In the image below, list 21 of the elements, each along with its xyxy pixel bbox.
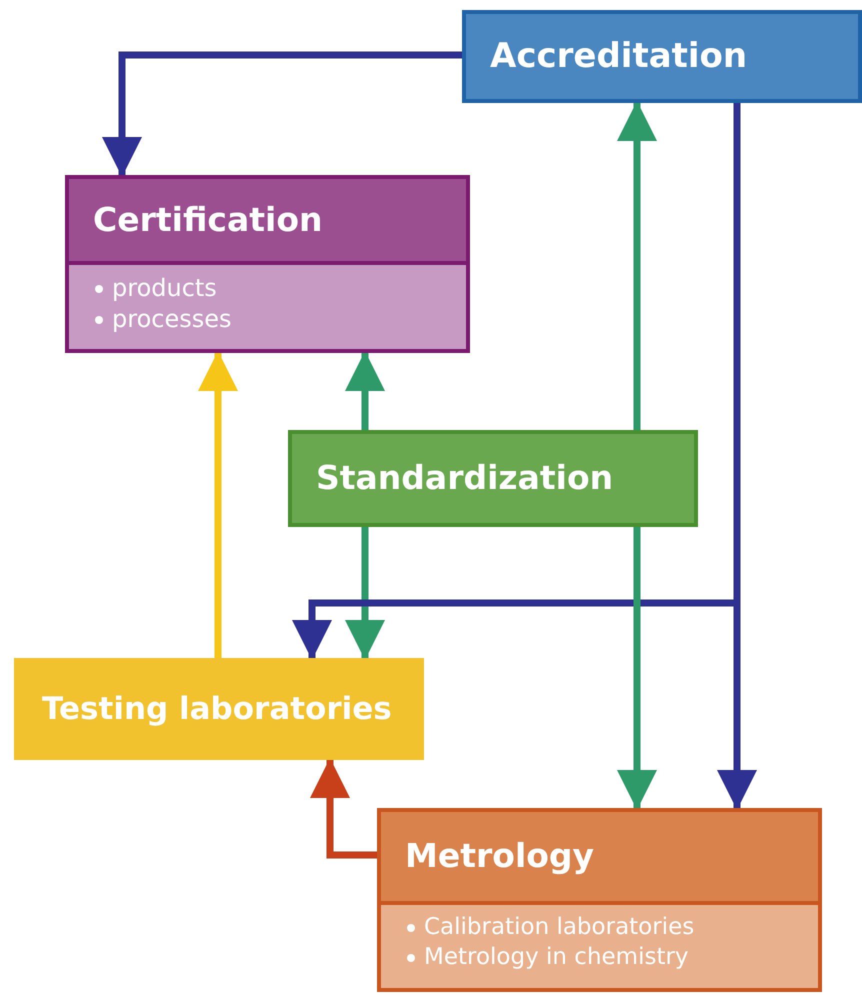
process-box <box>14 658 424 760</box>
box-title: Standardization <box>315 457 614 500</box>
process-box <box>65 175 470 353</box>
list-item: Metrology in chemistry <box>424 942 689 972</box>
box-title: Metrology <box>404 835 596 878</box>
box-title: Accreditation <box>489 34 748 78</box>
list-item: Calibration laboratories <box>424 913 694 942</box>
arrow <box>617 527 657 810</box>
box-title: Certification <box>92 198 324 241</box>
list-item: processes <box>112 304 232 336</box>
arrow <box>345 351 385 430</box>
arrow <box>345 527 385 660</box>
process-box <box>462 10 862 103</box>
arrow <box>102 52 462 177</box>
process-box <box>377 808 822 992</box>
list-item: products <box>112 273 217 304</box>
arrow <box>617 101 657 430</box>
box-title: Testing laboratories <box>41 690 393 729</box>
arrow <box>198 351 238 658</box>
arrow <box>310 758 377 858</box>
process-box <box>288 430 698 527</box>
